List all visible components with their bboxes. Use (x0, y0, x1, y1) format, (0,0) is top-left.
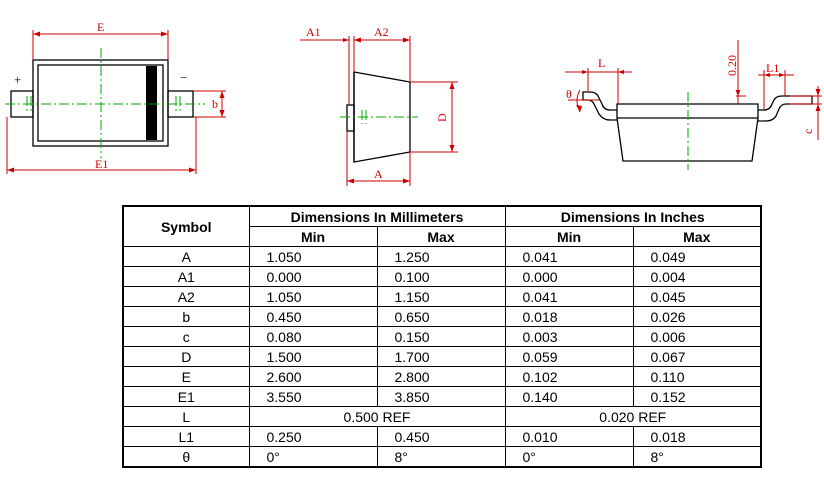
in-min-cell: 0.041 (504, 246, 634, 267)
table-row: L 0.500 REF 0.020 REF (122, 406, 762, 427)
inch-header: Dimensions In Inches (504, 205, 762, 227)
mm-max-cell: 0.650 (376, 306, 506, 327)
symbol-cell: θ (122, 446, 250, 468)
table-row: A1 0.000 0.100 0.000 0.004 (122, 266, 762, 287)
mm-min-cell: 0.000 (248, 266, 378, 287)
label-A: A (374, 167, 383, 181)
symbol-cell: A (122, 246, 250, 267)
in-min-cell: 0.102 (504, 366, 634, 387)
in-max-header: Max (632, 226, 762, 247)
in-min-cell: 0.018 (504, 306, 634, 327)
mm-min-header: Min (248, 226, 378, 247)
label-0-20: 0.20 (725, 55, 739, 76)
symbol-cell: A1 (122, 266, 250, 287)
mm-max-cell: 1.250 (376, 246, 506, 267)
symbol-cell: b (122, 306, 250, 327)
mm-max-cell: 2.800 (376, 366, 506, 387)
table-row: c 0.080 0.150 0.003 0.006 (122, 326, 762, 347)
in-max-cell: 0.026 (632, 306, 762, 327)
side-view-lead (346, 104, 355, 132)
end-view-left-lead (582, 91, 617, 121)
symbol-header: Symbol (122, 205, 250, 247)
in-min-cell: 0.000 (504, 266, 634, 287)
top-view: E E1 b + − (5, 20, 226, 174)
symbol-cell: L (122, 406, 250, 427)
label-b: b (212, 97, 218, 111)
end-view-right-lead (758, 95, 813, 122)
label-L1: L1 (766, 61, 779, 75)
in-max-cell: 0.045 (632, 286, 762, 307)
mm-min-cell: 1.050 (248, 246, 378, 267)
mm-max-cell: 0.450 (376, 426, 506, 447)
side-view: A1 A2 D A (300, 25, 458, 186)
mm-min-cell: 0.250 (248, 426, 378, 447)
in-min-cell: 0.059 (504, 346, 634, 367)
mm-min-cell: 0° (248, 446, 378, 468)
label-A1: A1 (306, 25, 321, 39)
mm-header: Dimensions In Millimeters (248, 205, 506, 227)
symbol-cell: E (122, 366, 250, 387)
in-min-cell: 0.010 (504, 426, 634, 447)
in-min-cell: 0.003 (504, 326, 634, 347)
mm-min-cell: 3.550 (248, 386, 378, 407)
mm-max-cell: 3.850 (376, 386, 506, 407)
dimensions-table: Symbol Dimensions In Millimeters Dimensi… (122, 205, 762, 468)
symbol-cell: L1 (122, 426, 250, 447)
in-min-cell: 0° (504, 446, 634, 468)
table-row: D 1.500 1.700 0.059 0.067 (122, 346, 762, 367)
in-min-cell: 0.041 (504, 286, 634, 307)
mm-max-cell: 1.700 (376, 346, 506, 367)
package-outline-drawings: E E1 b + − A1 A2 (5, 20, 822, 186)
table-row: A 1.050 1.250 0.041 0.049 (122, 246, 762, 267)
header-row-2: Min Max Min Max (123, 226, 762, 247)
in-max-cell: 0.006 (632, 326, 762, 347)
mm-min-cell: 1.050 (248, 286, 378, 307)
table-row: L1 0.250 0.450 0.010 0.018 (122, 426, 762, 447)
label-theta: θ (566, 87, 572, 101)
mm-max-cell: 8° (376, 446, 506, 468)
in-max-cell: 8° (632, 446, 762, 468)
mm-min-cell: 0.450 (248, 306, 378, 327)
symbol-cell: E1 (122, 386, 250, 407)
table-row: E1 3.550 3.850 0.140 0.152 (122, 386, 762, 407)
mm-min-cell: 1.500 (248, 346, 378, 367)
in-max-cell: 0.049 (632, 246, 762, 267)
table-row: E 2.600 2.800 0.102 0.110 (122, 366, 762, 387)
label-minus: − (180, 70, 187, 85)
in-max-cell: 0.004 (632, 266, 762, 287)
label-c: c (801, 129, 815, 134)
mm-min-cell: 2.600 (248, 366, 378, 387)
mm-max-header: Max (376, 226, 506, 247)
label-L: L (598, 56, 605, 70)
symbol-cell: D (122, 346, 250, 367)
mm-max-cell: 0.100 (376, 266, 506, 287)
label-E1: E1 (95, 157, 108, 171)
in-min-header: Min (504, 226, 634, 247)
symbol-cell: A2 (122, 286, 250, 307)
table-row: θ 0° 8° 0° 8° (122, 446, 762, 468)
in-max-cell: 0.018 (632, 426, 762, 447)
in-min-cell: 0.140 (504, 386, 634, 407)
label-plus: + (14, 72, 21, 87)
end-view: L θ 0.20 L1 c (565, 40, 822, 170)
in-max-cell: 0.067 (632, 346, 762, 367)
mm-max-cell: 0.150 (376, 326, 506, 347)
mm-max-cell: 1.150 (376, 286, 506, 307)
table-row: A2 1.050 1.150 0.041 0.045 (122, 286, 762, 307)
cathode-band (146, 66, 157, 140)
table-row: b 0.450 0.650 0.018 0.026 (122, 306, 762, 327)
label-E: E (97, 20, 104, 34)
header-row-1: Symbol Dimensions In Millimeters Dimensi… (122, 205, 762, 247)
in-max-cell: 0.110 (632, 366, 762, 387)
symbol-cell: c (122, 326, 250, 347)
mm-ref-cell: 0.500 REF (248, 406, 506, 427)
mm-min-cell: 0.080 (248, 326, 378, 347)
in-max-cell: 0.152 (632, 386, 762, 407)
label-D: D (435, 113, 449, 122)
in-ref-cell: 0.020 REF (504, 406, 762, 427)
label-A2: A2 (374, 25, 389, 39)
